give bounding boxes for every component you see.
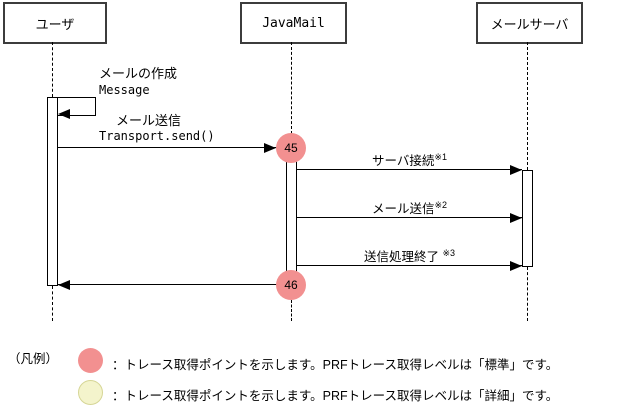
server-connect-line: [297, 169, 522, 170]
legend-standard-text: ：トレース取得ポイントを示します。PRFトレース取得レベルは「標準」です。: [112, 358, 559, 372]
footnote-ref-2: ※2: [434, 199, 448, 210]
return-message-line: [58, 284, 277, 285]
self-message-code: Message: [99, 83, 150, 97]
actor-box-javamail: JavaMail: [240, 2, 347, 44]
trace-point-45-number: 45: [284, 141, 298, 155]
mail-send-arrowhead-icon: [510, 213, 522, 223]
lifeline-mailserver-top: [527, 42, 528, 170]
lifeline-mailserver-bottom: [527, 267, 528, 321]
self-message-loop: [58, 97, 96, 116]
actor-label-javamail: JavaMail: [262, 15, 325, 31]
activation-bar-mailserver: [522, 170, 533, 267]
actor-label-user: ユーザ: [35, 16, 75, 32]
actor-label-mailserver: メールサーバ: [490, 16, 569, 32]
send-complete-arrowhead-icon: [510, 261, 522, 271]
lifeline-user-bottom: [52, 286, 53, 321]
activation-bar-javamail: [286, 148, 297, 285]
send-message-code: Transport.send(): [99, 129, 215, 143]
footnote-ref-3: ※3: [442, 247, 456, 258]
trace-point-45: 45: [276, 133, 306, 163]
send-complete-line: [297, 265, 522, 266]
return-message-arrowhead-icon: [58, 280, 70, 290]
mail-send-label: メール送信※2: [371, 199, 448, 216]
self-message-arrowhead-icon: [58, 109, 70, 119]
footnote-ref-1: ※1: [434, 151, 447, 162]
server-connect-label: サーバ接続※1: [372, 151, 447, 168]
server-connect-arrowhead-icon: [510, 165, 522, 175]
trace-point-46: 46: [276, 270, 306, 300]
send-message-arrowhead-icon: [264, 143, 276, 153]
mail-send-line: [297, 217, 522, 218]
send-message-label: メール送信: [116, 113, 182, 128]
send-complete-label: 送信処理終了 ※3: [363, 247, 456, 264]
lifeline-user-top: [52, 42, 53, 97]
activation-bar-user: [47, 97, 58, 286]
legend-detail-text: ：トレース取得ポイントを示します。PRFトレース取得レベルは「詳細」です。: [112, 389, 559, 403]
self-message-label: メールの作成: [99, 66, 178, 81]
legend-title: （凡例）: [8, 352, 59, 366]
actor-box-user: ユーザ: [3, 2, 107, 44]
lifeline-javamail-top: [291, 42, 292, 134]
actor-box-mailserver: メールサーバ: [476, 2, 583, 44]
trace-point-46-number: 46: [284, 278, 298, 292]
legend-detail-trace-icon: [78, 380, 103, 405]
send-message-line: [58, 147, 277, 148]
lifeline-javamail-bottom: [291, 300, 292, 321]
legend-standard-trace-icon: [78, 348, 103, 373]
